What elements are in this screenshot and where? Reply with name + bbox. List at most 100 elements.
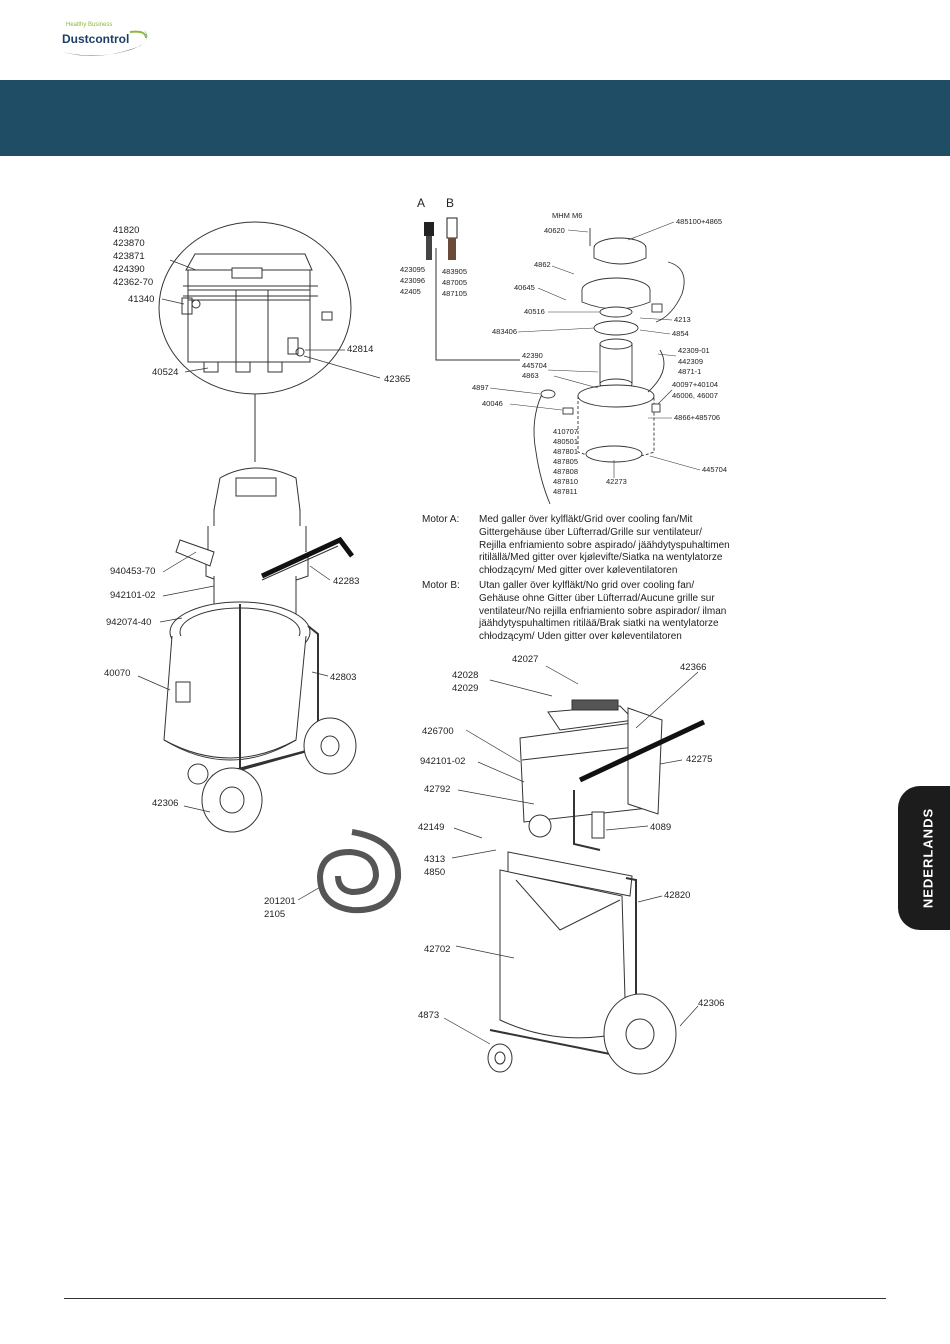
- label-42309-01: 42309-01: [678, 346, 710, 355]
- label-40070: 40070: [104, 668, 130, 679]
- language-tab[interactable]: NEDERLANDS: [898, 786, 950, 930]
- label-201201: 201201: [264, 896, 296, 907]
- label-42702: 42702: [424, 944, 450, 955]
- label-4850: 4850: [424, 867, 445, 878]
- right-machine-leaders: [443, 665, 699, 1045]
- label-4213: 4213: [674, 315, 691, 324]
- left-vacuum-machine: [163, 467, 357, 833]
- motor-b-description: Motor B: Utan galler över kylfläkt/No gr…: [422, 580, 752, 646]
- label-40516: 40516: [524, 307, 545, 316]
- label-40620: 40620: [544, 226, 565, 235]
- logo-swoosh-icon: [62, 30, 148, 56]
- dustcontrol-logo: Healthy Business Dustcontrol: [60, 22, 160, 58]
- label-487005: 487005: [442, 278, 467, 287]
- label-42028: 42028: [452, 670, 478, 681]
- label-42820: 42820: [664, 890, 690, 901]
- label-940453-70: 940453-70: [110, 566, 155, 577]
- motor-a-key: Motor A:: [422, 514, 460, 525]
- top-left-leaders: [161, 259, 381, 379]
- label-423095: 423095: [400, 265, 425, 274]
- label-42803: 42803: [330, 672, 356, 683]
- label-42283: 42283: [333, 576, 359, 587]
- motor-a-line: Med galler över kylfläkt/Grid over cooli…: [479, 514, 693, 525]
- label-426700: 426700: [422, 726, 454, 737]
- label-487808: 487808: [553, 467, 578, 476]
- label-487801: 487801: [553, 447, 578, 456]
- label-487810: 487810: [553, 477, 578, 486]
- label-2105: 2105: [264, 909, 285, 920]
- label-42365: 42365: [384, 374, 410, 385]
- label-445704-a: 445704: [522, 361, 547, 370]
- motor-b-line: jäähdytyspuhaltimen ritilää/Brak siatki …: [479, 618, 719, 630]
- motor-b-letter: B: [446, 196, 454, 210]
- label-4866: 4866+485706: [674, 413, 720, 422]
- label-942101-02-left: 942101-02: [110, 590, 155, 601]
- label-423871: 423871: [113, 251, 145, 262]
- label-42366: 42366: [680, 662, 706, 673]
- label-42390: 42390: [522, 351, 543, 360]
- label-4863: 4863: [522, 371, 539, 380]
- motor-b-key: Motor B:: [422, 580, 460, 591]
- label-424390: 424390: [113, 264, 145, 275]
- label-483905: 483905: [442, 267, 467, 276]
- motor-a-line: ritilällä/Med gitter over kjølevifte/Sia…: [479, 552, 723, 564]
- label-42405: 42405: [400, 287, 421, 296]
- label-942074-40: 942074-40: [106, 617, 151, 628]
- label-487105: 487105: [442, 289, 467, 298]
- label-42306-right: 42306: [698, 998, 724, 1009]
- label-41820: 41820: [113, 225, 139, 236]
- label-40097: 40097+40104: [672, 380, 718, 389]
- label-42814: 42814: [347, 344, 373, 355]
- motor-b-line: chłodzącym/ Uden gitter over køleventila…: [479, 631, 682, 643]
- motor-a-line: Gittergehäuse über Lüfterrad/Grille sur …: [479, 526, 702, 538]
- label-4854: 4854: [672, 329, 689, 338]
- label-42027: 42027: [512, 654, 538, 665]
- motor-a-description: Motor A: Med galler över kylfläkt/Grid o…: [422, 514, 752, 580]
- motor-b-line: Gehäuse ohne Gitter über Lüfterrad/Aucun…: [479, 592, 715, 604]
- label-42149: 42149: [418, 822, 444, 833]
- label-42029: 42029: [452, 683, 478, 694]
- label-487805: 487805: [553, 457, 578, 466]
- label-483406: 483406: [492, 327, 517, 336]
- label-42792: 42792: [424, 784, 450, 795]
- label-40046: 40046: [482, 399, 503, 408]
- label-40645: 40645: [514, 283, 535, 292]
- label-480501: 480501: [553, 437, 578, 446]
- hose-coil: [316, 829, 402, 914]
- label-41340: 41340: [128, 294, 154, 305]
- logo-wordmark: Dustcontrol: [62, 32, 130, 46]
- right-vacuum-machine: [487, 699, 706, 1075]
- label-4871-1: 4871-1: [678, 367, 701, 376]
- label-423870: 423870: [113, 238, 145, 249]
- label-4313: 4313: [424, 854, 445, 865]
- motor-a-line: Rejilla enfriamiento sobre aspirado/ jää…: [479, 539, 730, 551]
- motor-b-line: Utan galler över kylfläkt/No grid over c…: [479, 580, 695, 591]
- label-442309: 442309: [678, 357, 703, 366]
- label-mhm-m6: MHM M6: [552, 211, 582, 220]
- motor-variants: [424, 217, 520, 361]
- detail-circle: [158, 221, 352, 462]
- label-4089: 4089: [650, 822, 671, 833]
- label-4862: 4862: [534, 260, 551, 269]
- label-4873: 4873: [418, 1010, 439, 1021]
- label-487811: 487811: [553, 487, 577, 496]
- label-942101-02-right: 942101-02: [420, 756, 465, 767]
- label-42306-left: 42306: [152, 798, 178, 809]
- label-46006: 46006, 46007: [672, 391, 718, 400]
- footer-divider: [64, 1298, 886, 1299]
- label-410707: 410707: [553, 427, 578, 436]
- label-42273: 42273: [606, 477, 627, 486]
- left-machine-leaders: [137, 551, 331, 901]
- header-banner: [0, 80, 950, 156]
- label-40524: 40524: [152, 367, 178, 378]
- motor-a-letter: A: [417, 196, 425, 210]
- logo-tagline: Healthy Business: [66, 22, 113, 28]
- label-42362-70: 42362-70: [113, 277, 153, 288]
- label-42275: 42275: [686, 754, 712, 765]
- label-445704-b: 445704: [702, 465, 727, 474]
- label-485100: 485100+4865: [676, 217, 722, 226]
- exploded-view: [533, 228, 685, 505]
- motor-b-line: ventilateur/No rejilla enfriamiento sobr…: [479, 605, 727, 617]
- motor-a-line: chłodzącym/ Med gitter over køleventilat…: [479, 565, 678, 577]
